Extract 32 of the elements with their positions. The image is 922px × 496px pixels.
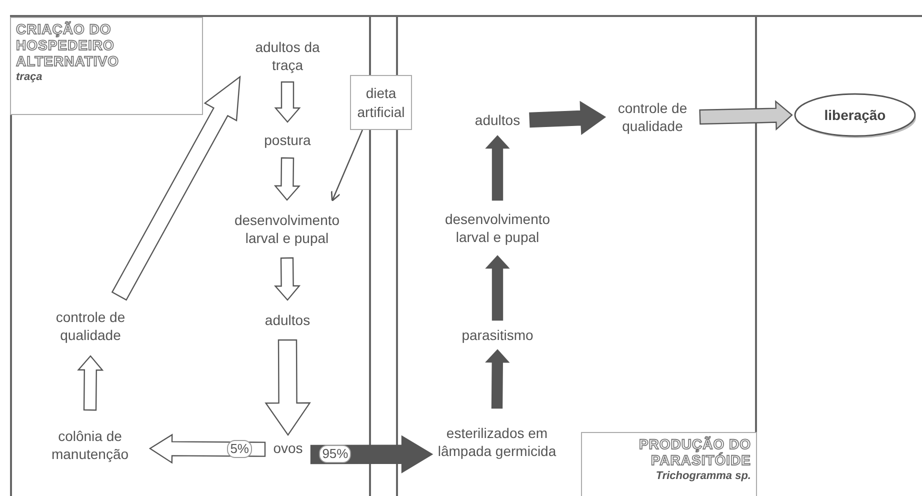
step-label: desenvolvimento larval e pupal [233, 210, 341, 248]
step-label: liberação [824, 106, 886, 124]
section-title: CRIAÇÃO DO HOSPEDEIRO ALTERNATIVO [16, 21, 120, 70]
block-arrow [274, 81, 301, 123]
step-label: esterilizados em lâmpada germicida [436, 424, 558, 460]
step-label: adultos [264, 310, 310, 330]
step-label: colônia de manutenção [50, 426, 130, 464]
block-arrow [111, 76, 241, 301]
block-arrow [77, 355, 104, 411]
block-arrow [485, 135, 510, 201]
block-arrow [485, 349, 510, 409]
block-arrow [699, 100, 793, 131]
step-label: desenvolvimento larval e pupal [444, 210, 552, 246]
input-box [350, 75, 412, 130]
edge-label: 95% [319, 445, 352, 464]
step-label: parasitismo [462, 326, 534, 344]
block-arrow [264, 339, 311, 436]
step-label: dieta artificial [356, 84, 406, 121]
step-label: controle de qualidade [54, 308, 126, 344]
block-arrow [274, 157, 301, 201]
section-subtitle: Trichogramma sp. [656, 470, 751, 482]
block-arrow [274, 257, 301, 301]
section-subtitle: traça [16, 71, 42, 84]
step-label: controle de qualidade [616, 98, 688, 136]
step-label: adultos [474, 110, 520, 130]
edge-label: 5% [227, 440, 252, 458]
block-arrow [529, 100, 606, 136]
step-label: postura [264, 130, 311, 150]
step-label: adultos da traça [254, 38, 321, 74]
step-label: ovos [273, 438, 303, 458]
section-title: PRODUÇÃO DO PARASITÓIDE [638, 436, 751, 468]
block-arrow [485, 255, 510, 321]
